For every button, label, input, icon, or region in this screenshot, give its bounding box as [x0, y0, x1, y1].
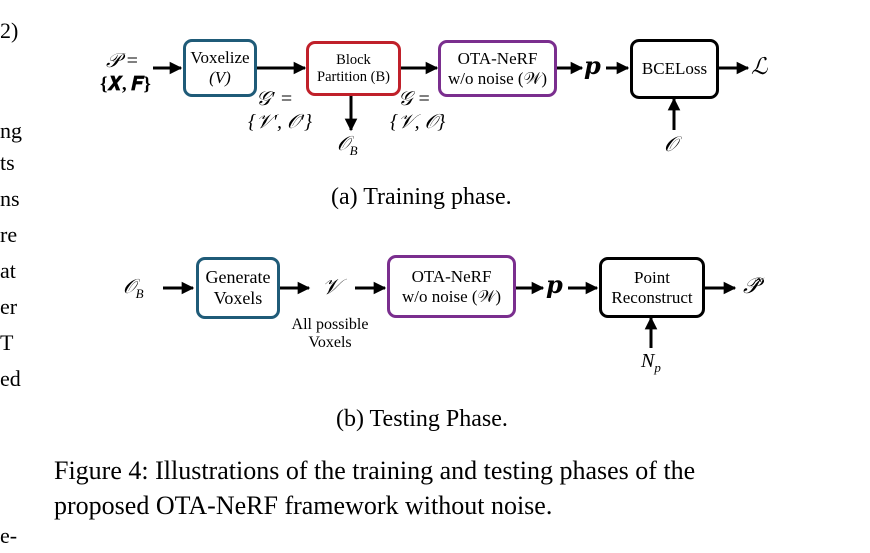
margin-fragment: 2): [0, 18, 19, 43]
g-prime-set: {𝒱′, 𝒪′}: [248, 111, 313, 133]
p-label-testing: 𝒑: [546, 273, 563, 299]
point-reconstruct-block: Point Reconstruct: [599, 257, 705, 318]
input-set-label: 𝒫 =: [106, 50, 139, 72]
margin-fragment: er: [0, 294, 18, 319]
margin-fragment: re: [0, 222, 18, 247]
g-set: {𝒱, 𝒪}: [390, 111, 446, 133]
generate-voxels-block: Generate Voxels: [196, 257, 280, 319]
g-label: 𝒢 =: [398, 88, 431, 110]
margin-fragment: ed: [0, 366, 21, 391]
all-possible-voxels-note: All possible Voxels: [291, 316, 369, 352]
loss-output-label: ℒ: [751, 54, 768, 79]
block-partition-block: Block Partition (B): [306, 41, 401, 96]
input-set-value: {𝑿, 𝑭}: [100, 74, 151, 95]
ota-nerf-sublabel: w/o noise (𝒲): [401, 286, 502, 306]
ota-nerf-label: OTA-NeRF: [457, 48, 538, 68]
margin-fragment: at: [0, 258, 16, 283]
g-prime-label: 𝒢′ =: [256, 88, 294, 110]
ob-input-label: 𝒪B: [123, 276, 144, 301]
np-input-label: Np: [641, 350, 661, 375]
margin-fragment: e-: [0, 523, 18, 548]
figure-caption-line-2: proposed OTA-NeRF framework without nois…: [54, 491, 553, 520]
training-caption: (a) Training phase.: [331, 184, 512, 210]
margin-fragment: ng: [0, 118, 22, 143]
margin-fragment: T: [0, 330, 14, 355]
figure-caption-line-1: Figure 4: Illustrations of the training …: [54, 456, 696, 485]
reconstruct-label-2: Reconstruct: [611, 287, 693, 307]
p-label-training: 𝒑: [584, 54, 601, 80]
reconstructed-output-label: 𝒫̂: [743, 273, 759, 298]
margin-fragment: ns: [0, 186, 20, 211]
ota-nerf-block-testing: OTA-NeRF w/o noise (𝒲): [387, 255, 516, 318]
voxelize-label: Voxelize: [190, 48, 250, 68]
o-input-label: 𝒪: [664, 132, 678, 156]
margin-fragment: ts: [0, 150, 15, 175]
bceloss-label: BCELoss: [641, 59, 708, 79]
generate-label-1: Generate: [205, 267, 271, 288]
voxelize-block: Voxelize (V): [183, 39, 257, 97]
generate-label-2: Voxels: [213, 288, 263, 308]
bceloss-block: BCELoss: [630, 39, 719, 99]
ota-nerf-label: OTA-NeRF: [411, 266, 492, 286]
reconstruct-label-1: Point: [634, 267, 670, 287]
ota-nerf-sublabel: w/o noise (𝒲): [447, 68, 548, 88]
v-label: 𝒱: [322, 274, 341, 299]
ob-output-label: 𝒪B: [337, 133, 358, 158]
testing-caption: (b) Testing Phase.: [336, 406, 508, 432]
partition-label-1: Block: [336, 51, 371, 68]
ota-nerf-block-training: OTA-NeRF w/o noise (𝒲): [438, 40, 557, 97]
voxelize-operator: (V): [209, 68, 231, 87]
partition-label-2: Partition (B): [317, 68, 390, 85]
